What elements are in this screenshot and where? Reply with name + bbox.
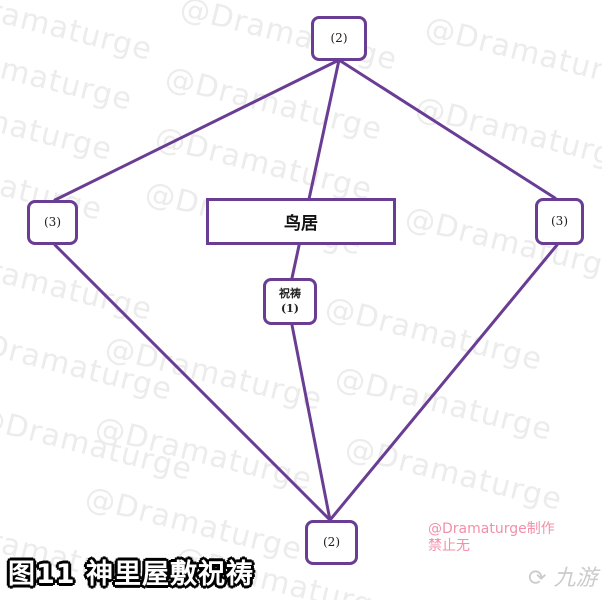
- prayer-node: 祝祷 (1): [263, 278, 317, 325]
- right-node: (3): [535, 198, 584, 245]
- credit-text: @Dramaturge制作 禁止无: [428, 521, 555, 555]
- edge-top-prayer: [290, 58, 341, 280]
- right-node-label: (3): [551, 213, 568, 228]
- edge-top-left: [53, 58, 341, 202]
- logo: ⟳ 九游: [528, 560, 597, 592]
- logo-text: 九游: [553, 566, 598, 591]
- top-node: (2): [311, 16, 367, 61]
- torii-node: 鸟居: [206, 198, 396, 245]
- bottom-node-label: (2): [323, 534, 340, 549]
- left-node-label: (3): [44, 214, 61, 229]
- edge-top-right: [337, 58, 557, 200]
- left-node: (3): [27, 200, 78, 245]
- logo-icon: ⟳: [528, 566, 547, 591]
- credit-line-2: 禁止无: [428, 538, 470, 554]
- edge-right-bottom: [328, 243, 559, 522]
- torii-label: 鸟居: [284, 214, 318, 234]
- prayer-node-label: 祝祷: [279, 287, 301, 301]
- top-node-label: (2): [330, 30, 348, 45]
- figure-caption: 图11 神里屋敷祝祷: [8, 559, 254, 590]
- credit-line-1: @Dramaturge制作: [428, 521, 555, 537]
- bottom-node: (2): [305, 520, 358, 565]
- edge-left-bottom: [53, 243, 332, 522]
- prayer-node-count: (1): [280, 301, 300, 315]
- edge-prayer-bottom: [290, 323, 332, 522]
